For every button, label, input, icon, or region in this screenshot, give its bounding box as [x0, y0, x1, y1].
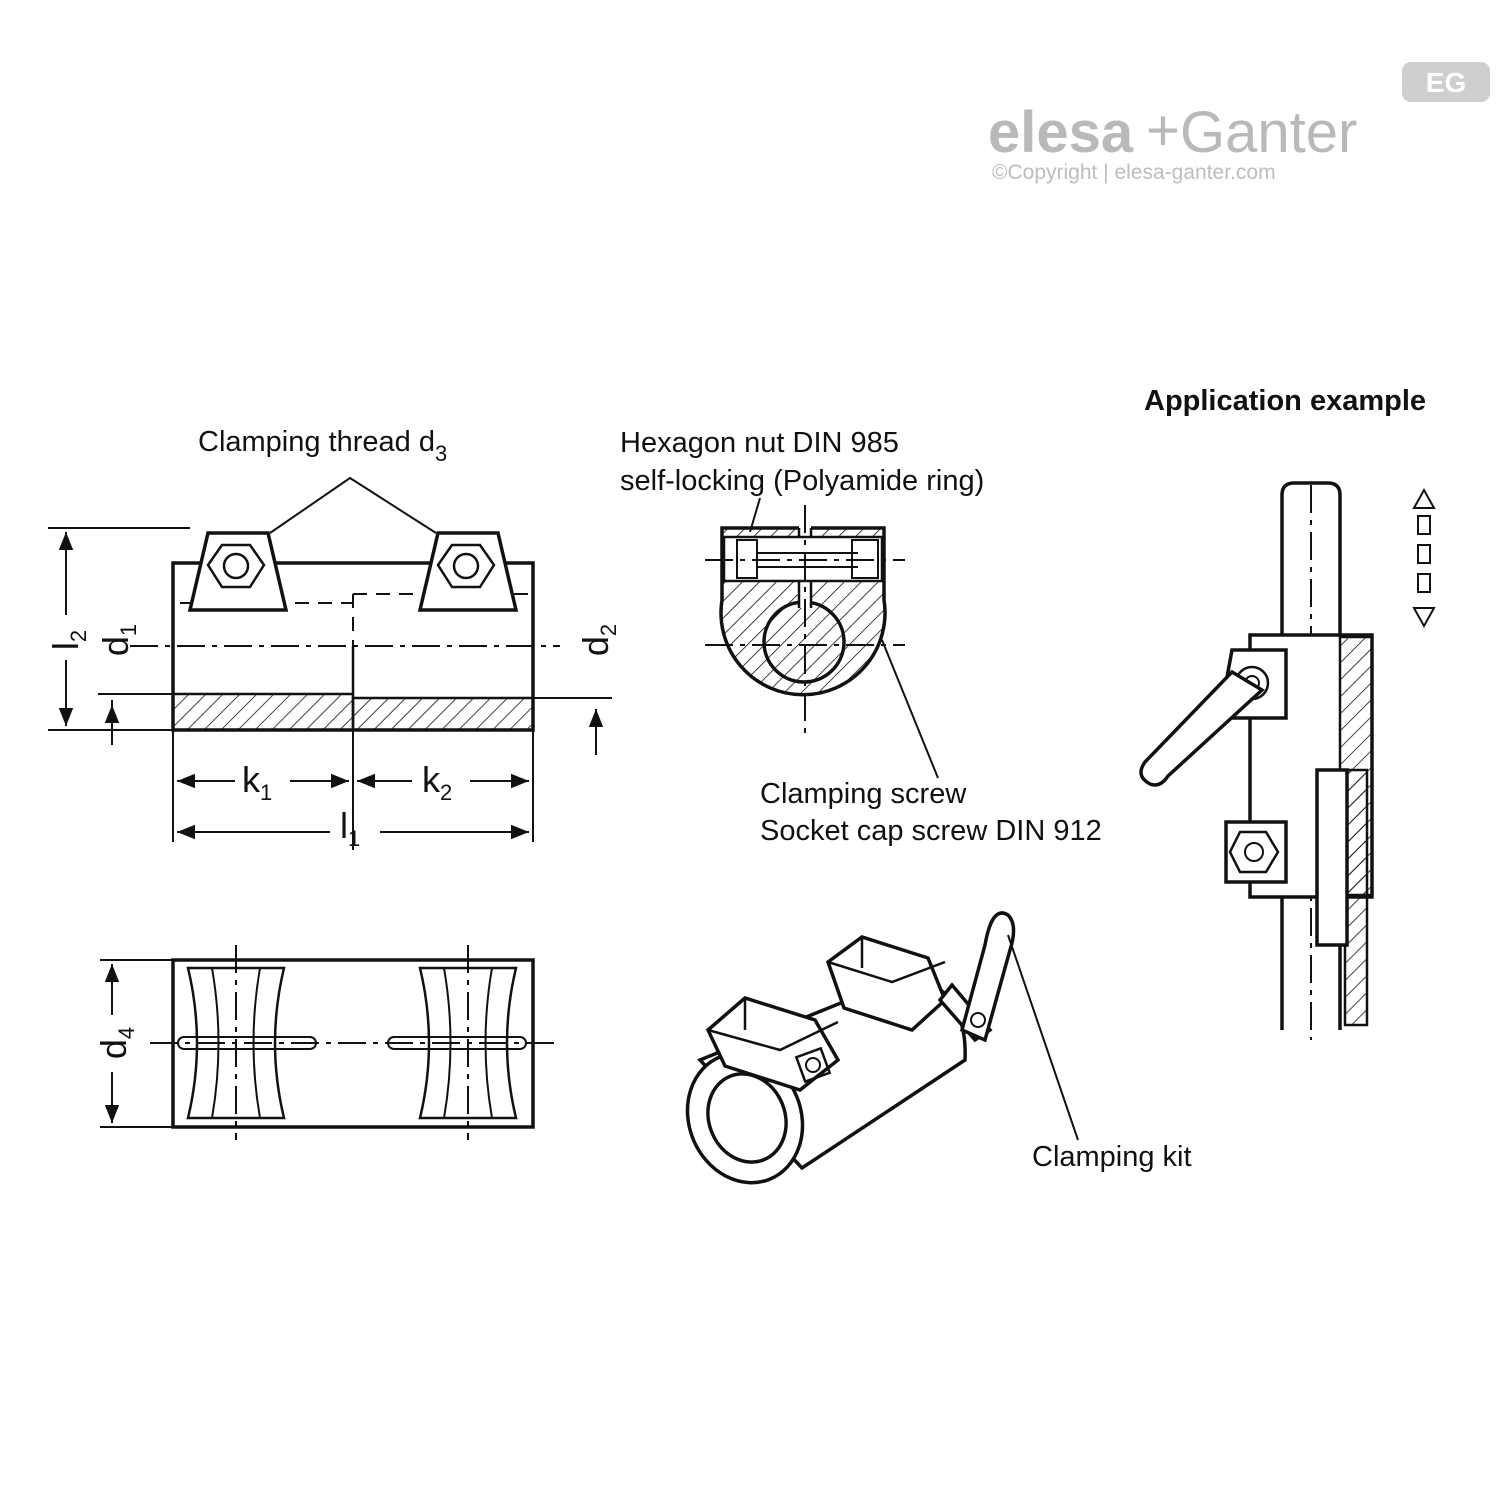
section-hatch-left [171, 692, 355, 732]
logo-brand-plus: + [1146, 98, 1180, 163]
logo-brand-right: Ganter [1180, 100, 1357, 165]
clamp-lug-right [417, 531, 519, 612]
dim-l2: l2 [45, 630, 91, 650]
label-application-example: Application example [1144, 385, 1426, 417]
label-hex-nut-line2: self-locking (Polyamide ring) [620, 465, 984, 497]
isometric-view: Clamping kit [685, 911, 1192, 1185]
application-example: Application example [1139, 385, 1436, 1040]
logo-badge [1402, 62, 1490, 102]
label-clamping-screw-line2: Socket cap screw DIN 912 [760, 815, 1102, 847]
front-view: Clamping thread d3 l2 d1 d2 k1 k2 l1 [45, 426, 621, 851]
label-clamping-thread: Clamping thread d3 [198, 426, 447, 466]
logo-copyright: ©Copyright | elesa-ganter.com [992, 161, 1276, 184]
section-hatch-right [351, 696, 535, 732]
dim-k1: k1 [242, 759, 272, 805]
label-clamping-kit: Clamping kit [1032, 1141, 1192, 1173]
dim-d4: d4 [93, 1027, 139, 1059]
label-hex-nut-line1: Hexagon nut DIN 985 [620, 427, 899, 459]
dim-k2: k2 [422, 759, 452, 805]
dim-d2: d2 [575, 624, 621, 656]
logo-badge-text: EG [1426, 67, 1466, 98]
label-clamping-screw-line1: Clamping screw [760, 778, 967, 810]
movement-arrows [1412, 487, 1436, 629]
dim-l1: l1 [340, 805, 360, 851]
dim-d1: d1 [95, 624, 141, 656]
clamp-lug-left [187, 531, 289, 612]
logo-brand-left: elesa [988, 100, 1134, 165]
top-view: d4 [93, 945, 560, 1140]
section-view: Hexagon nut DIN 985 self-locking (Polyam… [620, 427, 1102, 847]
brand-logo: EG elesa + Ganter ©Copyright | elesa-gan… [988, 62, 1490, 184]
